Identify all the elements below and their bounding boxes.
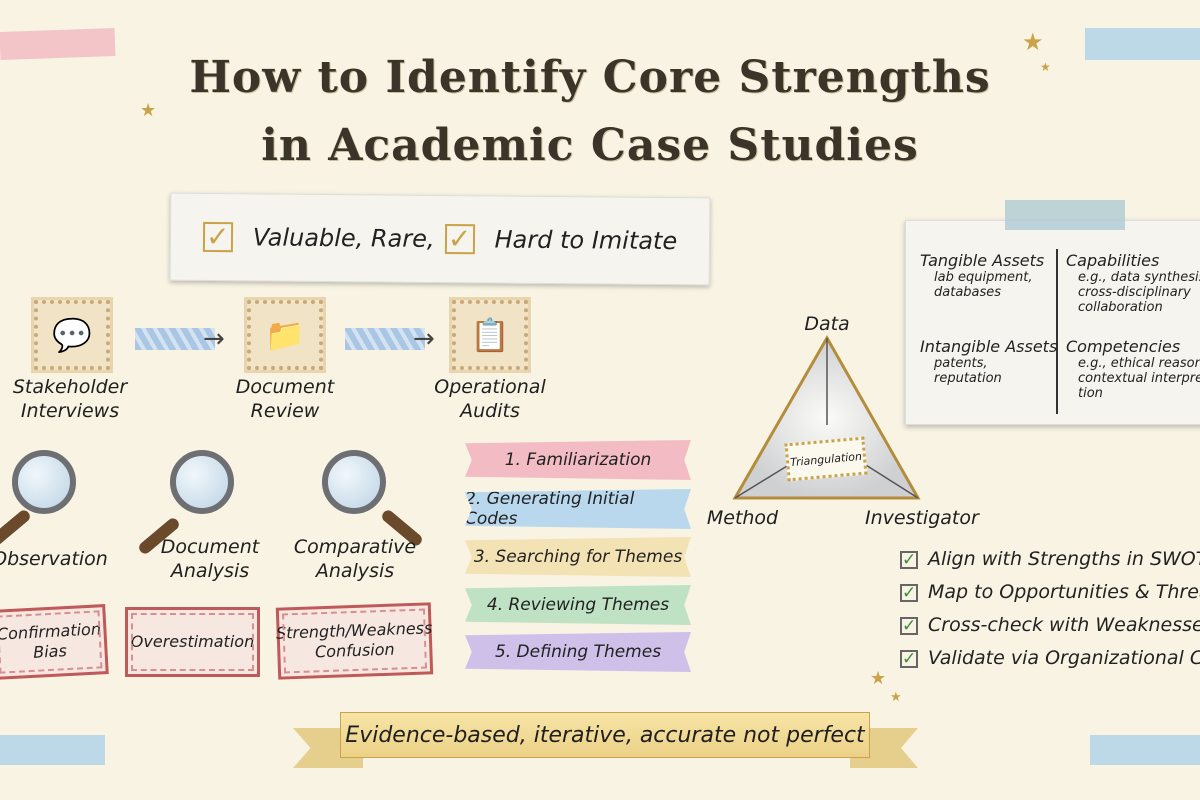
magnifier-icon [170,450,234,514]
star-icon: ★ [1022,28,1044,56]
arrow-right-icon: → [413,324,435,354]
checkbox-checked-icon: ✓ [900,649,918,669]
step-generating-codes: 2. Generating Initial Codes [465,489,691,529]
folder-icon: 📁 [244,297,326,373]
triangulation-investigator: Investigator [865,507,979,529]
star-icon: ★ [140,100,157,121]
checkbox-icon: ✓ [202,220,233,253]
validation-checklist: ✓Align with Strengths in SWOT M ✓Map to … [900,548,1200,680]
speech-bubble-icon: 💬 [31,297,113,373]
criteria-hard-to-imitate: Hard to Imitate [494,225,678,256]
checkbox-checked-icon: ✓ [900,583,918,603]
pitfall-overestimation: Overestimation [125,607,260,677]
tape-decoration [1090,735,1200,765]
star-icon: ★ [890,690,902,705]
page-title: How to Identify Core Strengths [189,52,991,103]
checklist-item: ✓Map to Opportunities & Threats [900,581,1200,603]
page-title-line2: in Academic Case Studies [261,120,919,171]
triangulation-data: Data [804,313,850,335]
step-reviewing-themes: 4. Reviewing Themes [465,585,691,625]
magnifier-handle [0,507,33,549]
triangulation-center-label: Triangulation [784,436,868,482]
arrow-connector [345,328,425,350]
magnifier-icon [12,450,76,514]
checkbox-checked-icon: ✓ [900,616,918,636]
checklist-item: ✓Validate via Organizational Con [900,647,1200,669]
step-familiarization: 1. Familiarization [465,440,691,480]
triangulation-triangle [732,334,921,500]
tape-decoration [1085,28,1200,60]
step-searching-themes: 3. Searching for Themes [465,537,691,577]
step-defining-themes: 5. Defining Themes [465,632,691,672]
triangulation-method: Method [706,507,779,529]
checkbox-checked-icon: ✓ [900,550,918,570]
arrow-connector [135,328,215,350]
criteria-valuable-rare: Valuable, Rare, [252,223,435,253]
analysis-observation: Observation [0,548,108,570]
summary-banner: Evidence-based, iterative, accurate not … [340,712,870,758]
star-icon: ★ [870,668,887,689]
clipboard-icon: 📋 [449,297,531,373]
divider [1056,249,1058,414]
tape-decoration [0,735,105,765]
arrow-right-icon: → [203,324,225,354]
magnifier-icon [322,450,386,514]
star-icon: ★ [1040,60,1051,74]
criteria-banner: ✓ Valuable, Rare, ✓ Hard to Imitate [169,192,711,286]
checklist-item: ✓Align with Strengths in SWOT M [900,548,1200,570]
tape-decoration [1005,200,1125,230]
checkbox-icon: ✓ [444,222,475,255]
checklist-item: ✓Cross-check with Weaknesses [900,614,1200,636]
